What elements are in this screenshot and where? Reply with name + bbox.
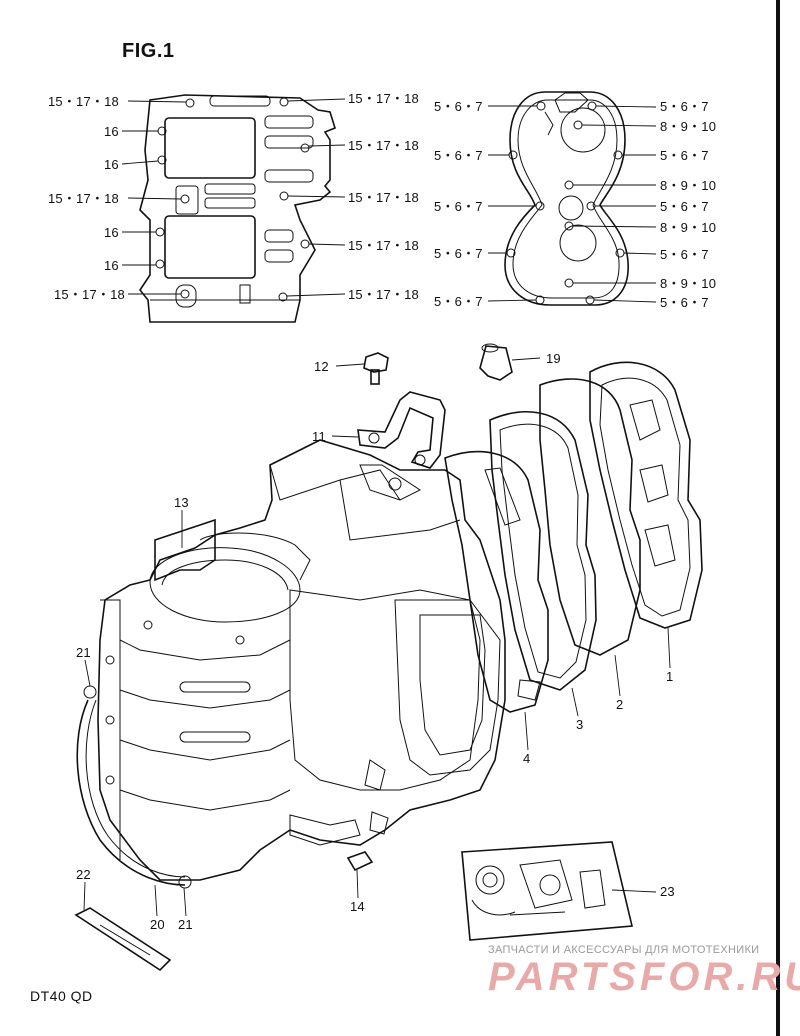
callout-b11: 8・9・10 <box>660 220 717 235</box>
watermark-caption: ЗАПЧАСТИ И АКСЕССУАРЫ ДЛЯ МОТОТЕХНИКИ <box>488 944 760 956</box>
cylinder-head-gasket-drawing <box>487 91 657 306</box>
cylinder-block-drawing <box>97 439 506 881</box>
hose-and-clips-drawing <box>74 659 374 972</box>
callout-b10: 5・6・7 <box>660 199 709 214</box>
callout-a2: 16 <box>104 124 119 139</box>
callout-a10: 15・17・18 <box>348 190 419 205</box>
callout-a12: 15・17・18 <box>348 287 419 302</box>
callout-c11: 22 <box>76 867 91 882</box>
callout-b1: 5・6・7 <box>434 99 483 114</box>
callout-c14: 23 <box>660 884 675 899</box>
exhaust-cover-gasket-drawing <box>121 94 346 323</box>
callout-c3: 11 <box>312 429 326 444</box>
callout-a7: 15・17・18 <box>54 287 125 302</box>
small-parts-drawing <box>331 343 541 469</box>
model-code: DT40 QD <box>30 988 93 1004</box>
callout-a11: 15・17・18 <box>348 238 419 253</box>
callout-a4: 15・17・18 <box>48 191 119 206</box>
callout-c9: 4 <box>523 751 531 766</box>
callout-b4: 5・6・7 <box>434 246 483 261</box>
cylinder-plates-drawing <box>444 361 703 751</box>
watermark-logo: PARTSFOR.RU <box>488 955 800 999</box>
callout-a1: 15・17・18 <box>48 94 119 109</box>
figure-title: FIG.1 <box>122 40 175 62</box>
callout-b9: 8・9・10 <box>660 178 717 193</box>
callout-c4: 13 <box>174 495 189 510</box>
callout-c13: 21 <box>178 917 193 932</box>
callout-a3: 16 <box>104 157 119 172</box>
callout-b12: 5・6・7 <box>660 247 709 262</box>
callout-b5: 5・6・7 <box>434 294 483 309</box>
callout-c7: 2 <box>616 697 624 712</box>
callout-c8: 3 <box>576 717 584 732</box>
callout-c10: 14 <box>350 899 365 914</box>
callout-b3: 5・6・7 <box>434 199 483 214</box>
callout-a5: 16 <box>104 225 119 240</box>
callout-c2: 19 <box>546 351 561 366</box>
callout-a8: 15・17・18 <box>348 91 419 106</box>
callout-b14: 5・6・7 <box>660 295 709 310</box>
callout-c6: 1 <box>666 669 674 684</box>
page-edge-rule <box>776 0 780 1036</box>
callout-c5: 21 <box>76 645 91 660</box>
callout-a9: 15・17・18 <box>348 138 419 153</box>
callout-b13: 8・9・10 <box>660 276 717 291</box>
callout-b2: 5・6・7 <box>434 148 483 163</box>
callout-a6: 16 <box>104 258 119 273</box>
callout-c12: 20 <box>150 917 165 932</box>
callout-b7: 8・9・10 <box>660 119 717 134</box>
callout-b6: 5・6・7 <box>660 99 709 114</box>
gasket-set-drawing <box>461 841 657 941</box>
callout-c1: 12 <box>314 359 329 374</box>
callout-b8: 5・6・7 <box>660 148 709 163</box>
